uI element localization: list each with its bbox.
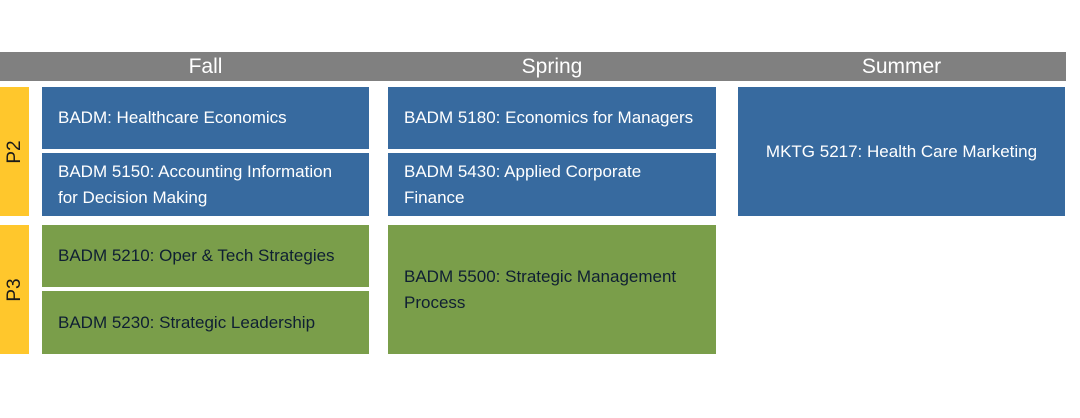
course-label: BADM 5210: Oper & Tech Strategies (58, 246, 335, 265)
period-tab-p2: P2 (0, 87, 29, 216)
course-label: BADM 5150: Accounting Information for De… (58, 161, 333, 207)
course-label: BADM 5500: Strategic Management Process (404, 266, 677, 312)
course-block-p3-fall-2: BADM 5230: Strategic Leadership (42, 291, 369, 354)
course-label: BADM 5430: Applied Corporate Finance (404, 161, 642, 207)
course-block-p2-spring-2: BADM 5430: Applied Corporate Finance (388, 153, 716, 216)
course-block-p2-fall-1: BADM: Healthcare Economics (42, 87, 369, 149)
term-header-summer: Summer (861, 55, 942, 78)
term-header-bar: Fall Spring Summer (0, 52, 1066, 81)
course-label: MKTG 5217: Health Care Marketing (765, 141, 1038, 161)
period-label-p3: P3 (3, 277, 25, 302)
course-block-p2-summer-1: MKTG 5217: Health Care Marketing (738, 87, 1065, 216)
course-label: BADM 5180: Economics for Managers (404, 108, 694, 127)
course-block-p3-spring-1: BADM 5500: Strategic Management Process (388, 225, 716, 354)
period-tab-p3: P3 (0, 225, 29, 354)
course-label: BADM: Healthcare Economics (58, 108, 287, 127)
course-block-p3-fall-1: BADM 5210: Oper & Tech Strategies (42, 225, 369, 287)
course-block-p2-spring-1: BADM 5180: Economics for Managers (388, 87, 716, 149)
course-label: BADM 5230: Strategic Leadership (58, 312, 316, 332)
term-header-spring: Spring (521, 55, 583, 78)
course-block-p2-fall-2: BADM 5150: Accounting Information for De… (42, 153, 369, 216)
period-label-p2: P2 (3, 139, 25, 164)
term-header-fall: Fall (188, 55, 223, 78)
